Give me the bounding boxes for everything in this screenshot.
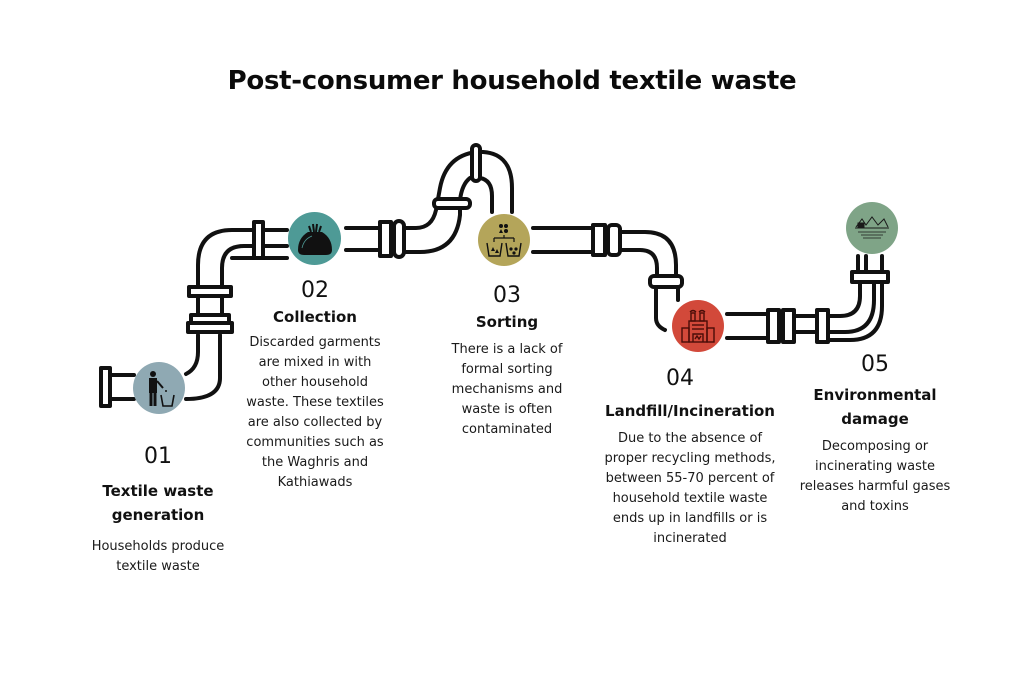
step-2: 02 Collection Discarded garments are mix… — [240, 278, 390, 493]
step-5-icon-circle — [846, 202, 898, 254]
step-3: 03 Sorting There is a lack of formal sor… — [432, 283, 582, 440]
step-4-icon-circle — [672, 300, 724, 352]
step-5-description: Decomposing or incinerating waste releas… — [799, 439, 951, 514]
left-pipe-cap — [99, 366, 136, 408]
person-trash-bin-icon — [149, 371, 175, 407]
pipe-segment-1-2 — [184, 220, 289, 401]
step-1-title: Textile waste generation — [102, 482, 214, 524]
step-2-description: Discarded garments are mixed in with oth… — [246, 335, 384, 490]
environment-pollution-icon — [855, 216, 889, 239]
step-4-number: 04 — [666, 366, 694, 391]
step-1-description: Households produce textile waste — [91, 539, 225, 574]
step-4: 04 Landfill/Incineration Due to the abse… — [600, 366, 780, 549]
step-5-title: Environmental damage — [813, 386, 937, 428]
step-5-number: 05 — [861, 352, 889, 377]
sorting-bins-icon — [486, 224, 522, 257]
pipe-segment-4-5 — [725, 254, 890, 344]
step-1-number: 01 — [144, 444, 172, 469]
pipe-segment-3-4 — [531, 223, 684, 332]
step-2-number: 02 — [301, 278, 329, 303]
step-5: 05 Environmental damage Decomposing or i… — [795, 352, 955, 517]
pipe-segment-2-3 — [344, 143, 514, 259]
step-3-icon-circle — [478, 214, 530, 266]
step-4-title: Landfill/Incineration — [605, 402, 775, 420]
step-3-title: Sorting — [475, 313, 539, 331]
step-1: 01 Textile waste generation Households p… — [78, 444, 238, 577]
factory-icon — [681, 309, 715, 343]
step-4-description: Due to the absence of proper recycling m… — [604, 431, 776, 546]
step-1-icon-circle — [133, 362, 185, 414]
infographic-title: Post-consumer household textile waste — [227, 66, 797, 96]
garbage-bag-icon — [297, 223, 332, 255]
step-2-title: Collection — [273, 308, 357, 326]
step-3-number: 03 — [493, 283, 521, 308]
step-2-icon-circle — [288, 212, 341, 265]
step-3-description: There is a lack of formal sorting mechan… — [451, 342, 563, 437]
